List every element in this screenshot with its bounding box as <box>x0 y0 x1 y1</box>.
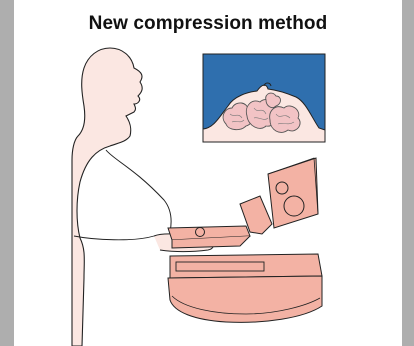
lobule-right <box>270 106 300 132</box>
patient-silhouette <box>72 48 142 346</box>
tube-window <box>284 196 304 216</box>
mammography-machine <box>168 158 322 322</box>
mammography-illustration <box>14 0 402 346</box>
patient-chest-line <box>74 236 154 240</box>
figure-panel: New compression method <box>14 0 402 346</box>
patient-arm-contour <box>106 150 171 232</box>
paddle-knob <box>196 228 205 237</box>
xray-tube-head <box>268 158 318 228</box>
tube-knob <box>276 182 288 194</box>
breast-tissue-inset <box>203 54 325 142</box>
breast-support-plate <box>170 254 322 278</box>
machine-base <box>168 276 322 322</box>
